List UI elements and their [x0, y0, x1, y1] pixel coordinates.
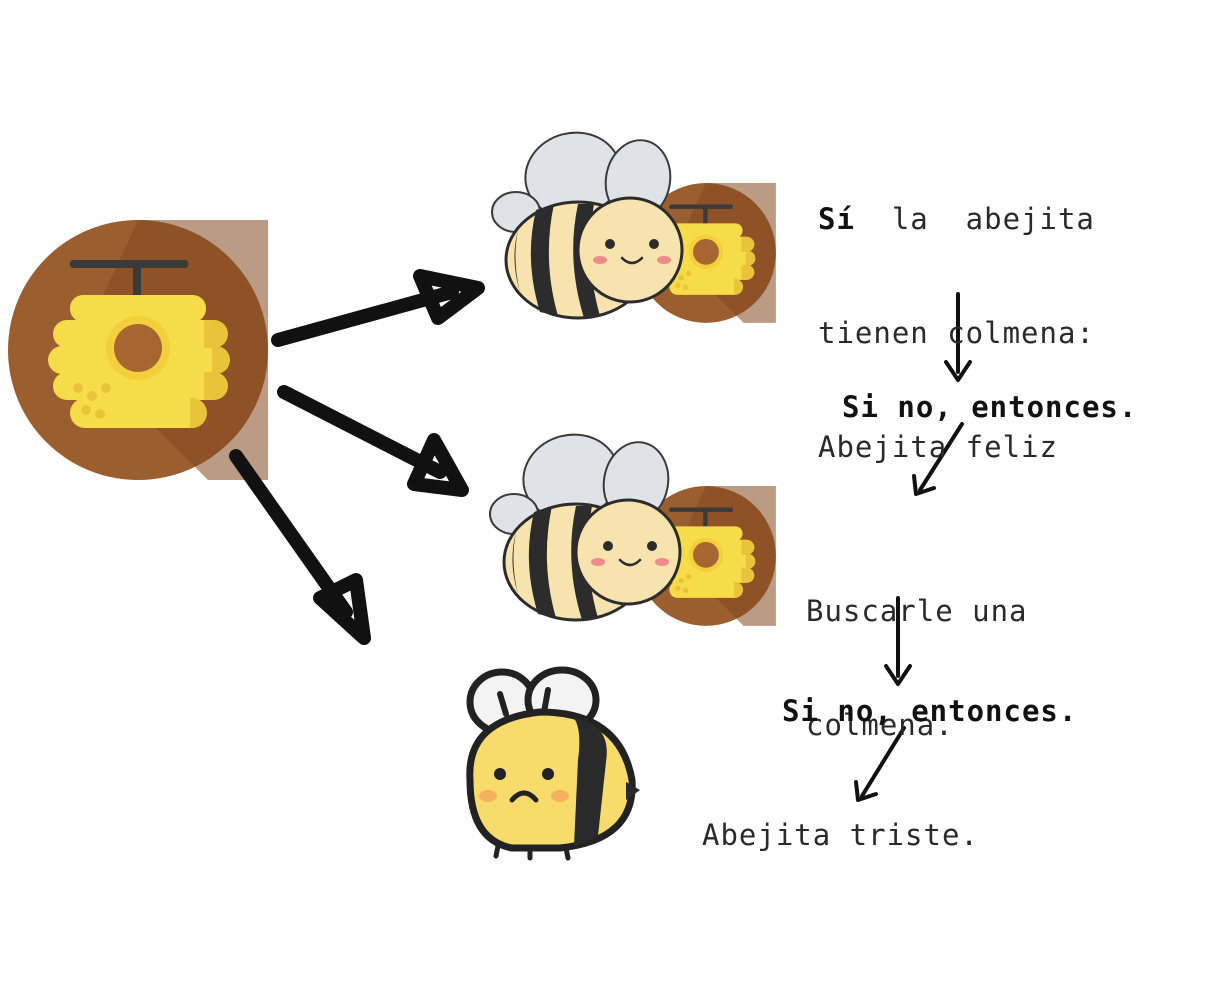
action-line2: colmena. [806, 708, 954, 742]
flow-arrow-4 [854, 726, 906, 802]
action-text: Buscarle una colmena. [806, 516, 1028, 782]
happy-bee-with-hive-icon [490, 120, 776, 323]
else-text-2: Si no, entonces. [782, 694, 1078, 728]
result-sad-text: Abejita triste. [702, 818, 979, 852]
condition-text: Sí la abejita tienen colmena: Abejita fe… [818, 124, 1095, 504]
flow-arrow-1 [944, 292, 972, 382]
else-text-1: Si no, entonces. [842, 390, 1138, 424]
condition-line3: Abejita feliz [818, 430, 1058, 464]
action-line1: Buscarle una [806, 594, 1028, 628]
arrow-to-happy-bee-middle [277, 385, 469, 497]
sad-bee-icon [466, 666, 640, 861]
beehive-icon [8, 220, 268, 480]
condition-prefix: Sí [818, 202, 855, 236]
arrow-to-sad-bee [229, 449, 371, 645]
happy-bee-with-hive-icon [488, 422, 776, 626]
flow-arrow-2 [912, 422, 964, 496]
flow-arrow-3 [884, 596, 912, 686]
condition-line1: la abejita [854, 202, 1095, 236]
arrow-to-happy-bee-top [271, 269, 485, 347]
condition-line2: tienen colmena: [818, 316, 1095, 350]
